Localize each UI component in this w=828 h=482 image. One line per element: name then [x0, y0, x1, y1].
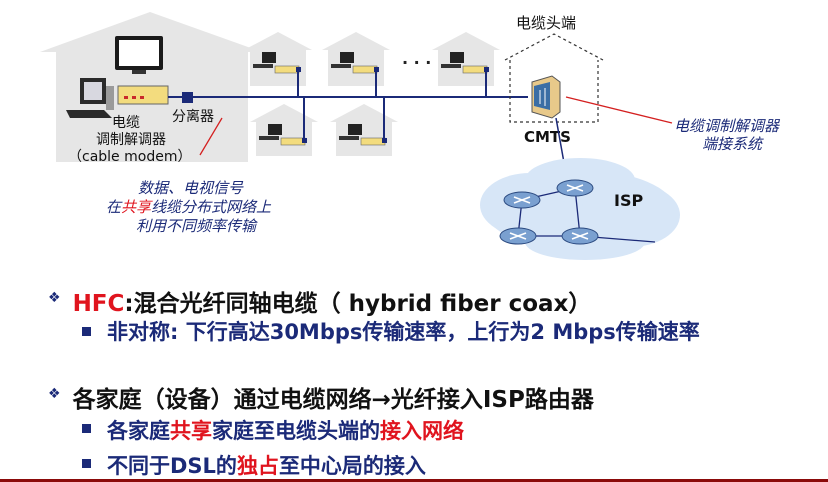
more-houses-dots: · · ·	[402, 53, 431, 72]
cmts-icon	[531, 75, 561, 119]
bullet-vs-dsl: 不同于DSL的独占至中心局的接入	[82, 450, 426, 480]
hfc-network-diagram: · · · 电缆头端 CMTS ISP 电缆 调制解调器 （cable mode…	[40, 12, 781, 260]
cable-modem-icon	[117, 85, 169, 105]
bullet-shared-access: 各家庭共享家庭至电缆头端的接入网络	[82, 415, 464, 445]
headend-label: 电缆头端	[516, 14, 576, 32]
cmts-system-label-line1: 电缆调制解调器	[674, 117, 781, 135]
signal-desc-line3: 利用不同频率传输	[136, 217, 258, 235]
cmts-label: CMTS	[524, 128, 571, 146]
cmts-system-label-line2: 端接系统	[702, 135, 764, 153]
square-bullet-icon	[82, 459, 91, 468]
bullet-shared-access-text: 各家庭共享家庭至电缆头端的接入网络	[107, 419, 464, 443]
square-bullet-icon	[82, 424, 91, 433]
bullet-asymmetric: 非对称: 下行高达30Mbps传输速率，上行为2 Mbps传输速率	[82, 318, 782, 346]
splitter-label: 分离器	[172, 108, 214, 125]
coax-cable	[168, 70, 528, 140]
isp-label: ISP	[614, 191, 643, 210]
modem-label-line3: （cable modem）	[68, 149, 191, 165]
bullet-hfc-text: HFC:混合光纤同轴电缆（ hybrid fiber coax）	[72, 291, 592, 317]
bullet-vs-dsl-text: 不同于DSL的独占至中心局的接入	[107, 454, 426, 478]
square-bullet-icon	[82, 327, 91, 336]
tv-icon	[115, 36, 163, 74]
router-icons	[499, 179, 599, 245]
computer-icon	[66, 78, 114, 118]
splitter-icon	[182, 92, 193, 103]
cable-headend-building	[504, 33, 604, 123]
diamond-bullet-icon: ❖	[48, 290, 61, 306]
main-house	[40, 12, 262, 162]
modem-label-line2: 调制解调器	[96, 132, 166, 148]
bottom-divider	[0, 479, 828, 482]
isp-cloud	[480, 158, 680, 260]
pointer-line-cmts	[565, 96, 673, 124]
cable-taps	[296, 67, 489, 143]
modem-label-line1: 电缆	[112, 115, 140, 131]
pointer-line-modem	[199, 117, 223, 156]
neighbor-houses	[244, 32, 500, 156]
bullet-household-access-text: 各家庭（设备）通过电缆网络→光纤接入ISP路由器	[72, 387, 594, 413]
bullet-household-access: ❖ 各家庭（设备）通过电缆网络→光纤接入ISP路由器	[48, 380, 594, 414]
signal-desc-line1: 数据、电视信号	[138, 179, 244, 197]
signal-desc-line2: 在共享线缆分布式网络上	[106, 198, 272, 216]
bullet-asymmetric-text: 非对称: 下行高达30Mbps传输速率，上行为2 Mbps传输速率	[107, 320, 700, 344]
diamond-bullet-icon: ❖	[48, 386, 61, 402]
bullet-hfc: ❖ HFC:混合光纤同轴电缆（ hybrid fiber coax）	[48, 284, 591, 318]
neighbor-devices	[253, 52, 488, 146]
